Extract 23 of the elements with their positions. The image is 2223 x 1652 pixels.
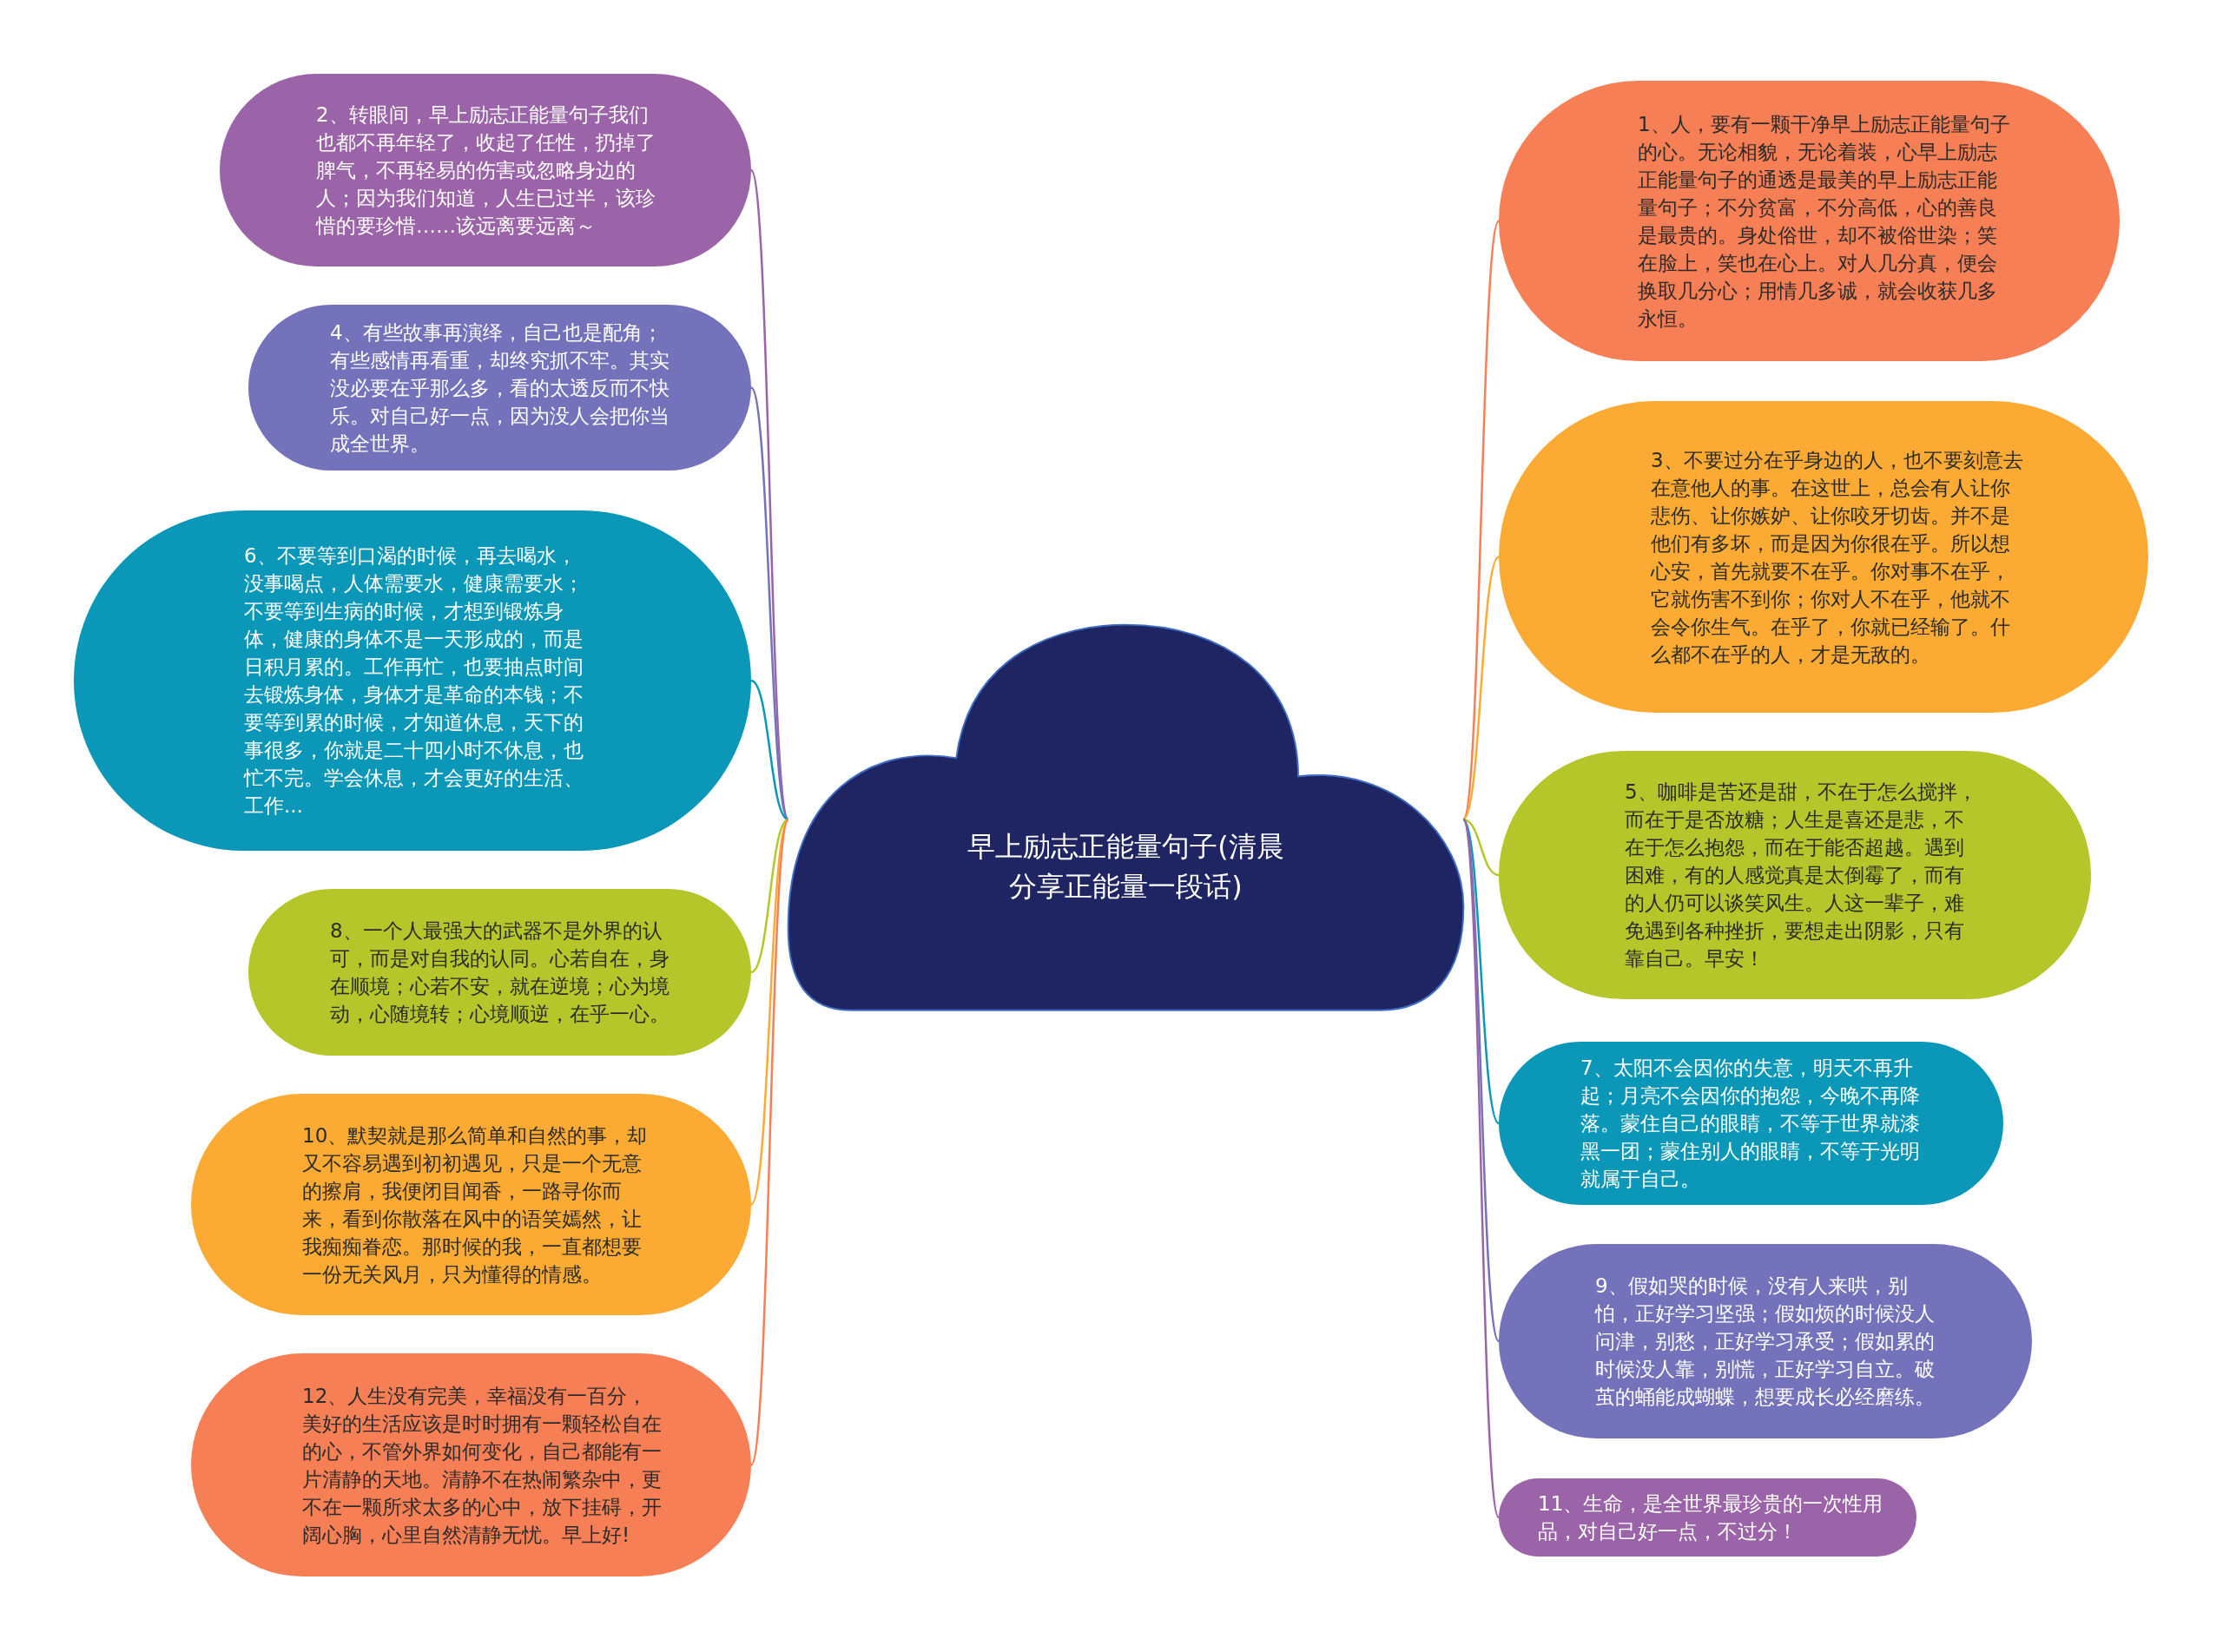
- quote-text: 3、不要过分在乎身边的人，也不要刻意去在意他人的事。在这世上，总会有人让你悲伤、让你嫉妒、让你咬牙切齿。并不是他们有多坏，而是因为你很在乎。所以想心安，首先就要不在乎。你对事不在乎，它就伤害不到你；你对人不在乎，他就不会令你生气。在乎了，你就已经输了。什么都不在乎的人，才是无敌的。: [1651, 447, 2024, 668]
- quote-text: 8、一个人最强大的武器不是外界的认可，而是对自我的认同。心若自在，身在顺境；心若不安，就在逆境；心为境动，心随境转；心境顺逆，在乎一心。: [330, 918, 670, 1027]
- quote-text: 10、默契就是那么简单和自然的事，却又不容易遇到初初遇见，只是一个无意的擦肩，我便闭目闻香，一路寻你而来，看到你散落在风中的语笑嫣然，让我痴痴眷恋。那时候的我，一直都想要一份无关风月，只为懂得的情感。: [302, 1122, 649, 1287]
- connector-line: [749, 819, 790, 1206]
- connector-line: [1462, 818, 1500, 877]
- quote-text: 11、生命，是全世界最珍贵的一次性用品，对自己好一点，不过分！: [1538, 1491, 1884, 1544]
- title-text: 早上励志正能量句子(清晨分享正能量一段话): [966, 828, 1285, 905]
- quote-text: 7、太阳不会因你的失意，明天不再升起；月亮不会因你的抱怨，今晚不再降落。蒙住自己的眼睛，不等于世界就漆黑一团；蒙住别人的眼睛，不等于光明就属于自己。: [1580, 1056, 1921, 1192]
- quote-text: 2、转眼间，早上励志正能量句子我们也都不再年轻了，收起了任性，扔掉了脾气，不再轻易的伤害或忽略身边的人；因为我们知道，人生已过半，该珍惜的要珍惜……该远离要远离～: [316, 102, 656, 239]
- quote-text: 9、假如哭的时候，没有人来哄，别怕，正好学习坚强；假如烦的时候没人问津，别愁，正好学习承受；假如累的时候没人靠，别慌，正好学习自立。破茧的蛹能成蝴蝶，想要成长必经磨练。: [1595, 1274, 1936, 1410]
- connector-line: [1461, 220, 1501, 820]
- quote-text: 6、不要等到口渴的时候，再去喝水，没事喝点，人体需要水，健康需要水；不要等到生病的时候，才想到锻炼身体，健康的身体不是一天形成的，而是日积月累的。工作再忙，也要抽点时间去锻炼身体，身体才是革命的本钱；不要等到累的时候，才知道休息，天下的事很多，你就是二十四小时不休息，也忙不完。学会休息，才会更好的生活、工作...: [244, 543, 584, 819]
- connector-line: [1461, 819, 1501, 1124]
- connector-line: [1461, 819, 1501, 1518]
- connector-line: [750, 679, 789, 821]
- cloud-node: [787, 623, 1465, 1013]
- quote-text: 1、人，要有一颗干净早上励志正能量句子的心。无论相貌，无论着装，心早上励志正能量句子的通透是最美的早上励志正能量句子；不分贫富，不分高低，心的善良是最贵的。身处俗世，却不被俗世染；笑在脸上，笑也在心上。对人几分真，便会换取几分心；用情几多诚，就会收获几多永恒。: [1638, 111, 2011, 332]
- connector-line: [749, 169, 790, 820]
- connector-line: [1462, 556, 1500, 820]
- quote-text: 12、人生没有完美，幸福没有一百分，美好的生活应该是时时拥有一颗轻松自在的心，不管外界如何变化，自己都能有一片清静的天地。清静不在热闹繁杂中，更不在一颗所求太多的心中，放下挂碍，开阔心胸，心里自然清静无忧。早上好!: [302, 1383, 663, 1548]
- connector-line: [749, 819, 790, 1465]
- quote-text: 5、咖啡是苦还是甜，不在于怎么搅拌，而在于是否放糖；人生是喜还是悲，不在于怎么抱怨，而在于能否超越。遇到困难，有的人感觉真是太倒霉了，而有的人仍可以谈笑风生。人这一辈子，难免遇到各种挫折，要想走出阴影，只有靠自己。早安！: [1625, 780, 1978, 971]
- quote-text: 4、有些故事再演绎，自己也是配角；有些感情再看重，却终究抓不牢。其实没必要在乎那么多，看的太透反而不快乐。对自己好一点，因为没人会把你当成全世界。: [330, 319, 670, 457]
